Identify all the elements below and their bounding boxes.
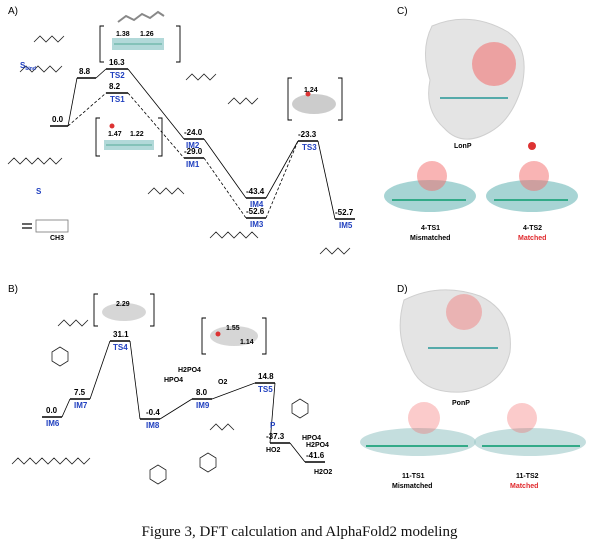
panel-d-left-model: 11-TS1 Mismatched xyxy=(360,402,476,490)
model-name: 11-TS1 xyxy=(402,473,425,480)
species-label: H2PO4 xyxy=(306,442,329,449)
ts3-structure: 1.24 xyxy=(287,77,343,121)
match-tag: Matched xyxy=(518,235,546,242)
energy-label: 0.0 xyxy=(46,406,58,415)
state-label: IM4 xyxy=(250,200,264,209)
state-label: TS1 xyxy=(110,95,125,104)
distance-label: 1.47 xyxy=(108,131,122,138)
energy-label: 16.3 xyxy=(109,58,125,67)
energy-label: 7.5 xyxy=(74,388,86,397)
state-label: TS3 xyxy=(302,143,317,152)
match-tag: Matched xyxy=(510,483,538,490)
protein-label-lonp: LonP xyxy=(454,143,472,150)
energy-label: -29.0 xyxy=(184,147,203,156)
panel-b-connectors xyxy=(61,340,306,463)
ts2-structure: 1.38 1.26 xyxy=(99,10,181,63)
species-label: H2O2 xyxy=(314,469,332,476)
match-tag: Mismatched xyxy=(392,483,432,490)
energy-label: -24.0 xyxy=(184,128,203,137)
state-label: IM9 xyxy=(196,401,210,410)
energy-label: 31.1 xyxy=(113,330,129,339)
panel-d-right-model: 11-TS2 Matched xyxy=(474,403,586,490)
state-label: TS2 xyxy=(110,71,125,80)
energy-label: -52.6 xyxy=(246,207,265,216)
ponp-surface: PonP xyxy=(399,289,511,407)
distance-label: 1.38 xyxy=(116,31,130,38)
panel-c-label: C) xyxy=(397,6,408,17)
energy-label: 8.0 xyxy=(196,388,208,397)
species-label: H2PO4 xyxy=(178,367,201,374)
panel-d-label: D) xyxy=(397,284,408,295)
state-label: IM8 xyxy=(146,421,160,430)
distance-label: 1.26 xyxy=(140,31,154,38)
energy-label: 14.8 xyxy=(258,372,274,381)
distance-label: 2.29 xyxy=(116,301,130,308)
distance-label: 1.14 xyxy=(240,339,254,346)
species-label: HO2 xyxy=(266,447,281,454)
distance-label: 1.24 xyxy=(304,87,318,94)
panel-b-species: HPO4 H2PO4 O2 HPO4 HO2 H2PO4 H2O2 xyxy=(164,367,332,476)
s-sub-label: Sbind xyxy=(20,61,36,72)
energy-label: 8.2 xyxy=(109,82,121,91)
ligand-sub-label: CH3 xyxy=(50,235,64,242)
distance-label: 1.55 xyxy=(226,325,240,332)
panel-b-label: B) xyxy=(8,284,18,295)
panel-a-molecules xyxy=(7,35,351,255)
state-label: IM5 xyxy=(339,221,353,230)
match-tag: Mismatched xyxy=(410,235,450,242)
species-label: O2 xyxy=(218,379,227,386)
state-label: IM2 xyxy=(186,141,200,150)
distance-label: 1.22 xyxy=(130,131,144,138)
figure-caption: Figure 3, DFT calculation and AlphaFold2… xyxy=(141,524,458,540)
species-label: HPO4 xyxy=(164,377,183,384)
panel-a-levels xyxy=(50,68,355,220)
ts4-structure: 2.29 xyxy=(93,293,155,327)
energy-label: -37.3 xyxy=(266,432,285,441)
reactant-s-label: S xyxy=(36,187,42,196)
panel-b-molecules xyxy=(11,319,309,485)
panel-a-label: A) xyxy=(8,6,18,17)
energy-label: -23.3 xyxy=(298,130,317,139)
state-label: IM3 xyxy=(250,220,264,229)
species-label: HPO4 xyxy=(302,435,321,442)
model-name: 4-TS2 xyxy=(523,225,542,232)
energy-label: -43.4 xyxy=(246,187,265,196)
state-label: TS5 xyxy=(258,385,273,394)
model-name: 11-TS2 xyxy=(516,473,539,480)
energy-label: -0.4 xyxy=(146,408,160,417)
p-label: P xyxy=(270,421,276,430)
state-label: IM6 xyxy=(46,419,60,428)
energy-label: -41.6 xyxy=(306,451,325,460)
energy-label: 0.0 xyxy=(52,115,64,124)
protein-label-ponp: PonP xyxy=(452,400,470,407)
panel-b-levels xyxy=(42,340,325,463)
panel-c-right-model: 4-TS2 Matched xyxy=(486,161,578,242)
heme-ligand: CH3 xyxy=(22,219,69,242)
state-label: IM1 xyxy=(186,160,200,169)
panel-c-left-model: 4-TS1 Mismatched xyxy=(384,161,476,242)
state-label: IM7 xyxy=(74,401,88,410)
ts5-structure: 1.55 1.14 xyxy=(201,317,267,355)
energy-label: -52.7 xyxy=(335,208,354,217)
energy-label: 8.8 xyxy=(79,67,91,76)
state-label: TS4 xyxy=(113,343,128,352)
model-name: 4-TS1 xyxy=(421,225,440,232)
ts1-structure: 1.47 1.22 xyxy=(95,117,163,157)
panel-a-connectors xyxy=(67,68,336,220)
lonp-surface: LonP xyxy=(425,18,536,150)
